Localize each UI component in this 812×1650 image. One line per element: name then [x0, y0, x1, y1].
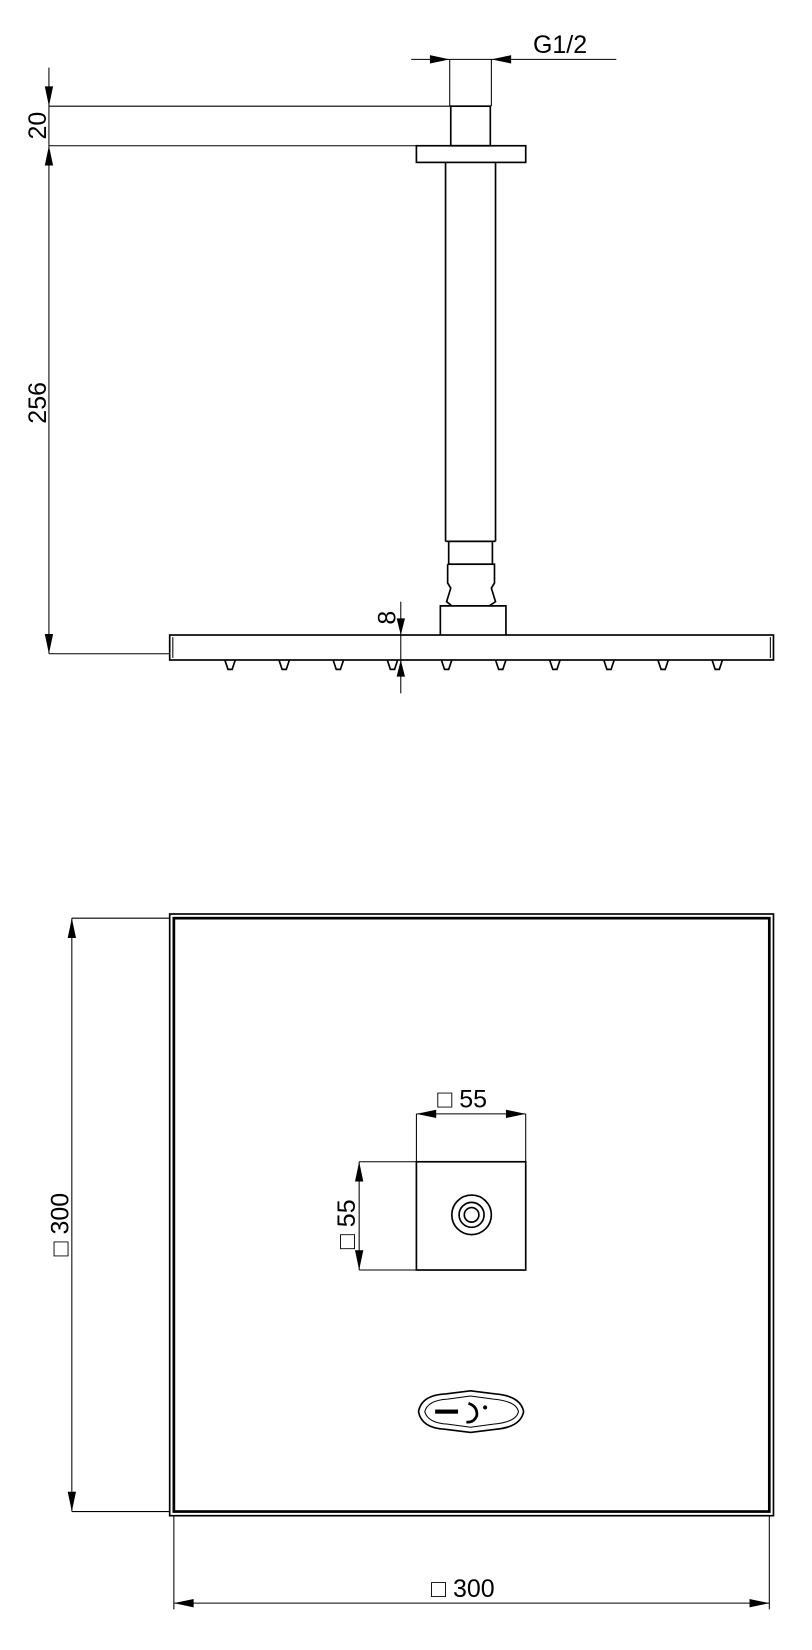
arm-length-dimension: 256 [24, 382, 52, 424]
thread-dimension: G1/2 [533, 31, 587, 59]
connector-depth-dimension: □ 55 [333, 1199, 361, 1249]
nozzles [224, 659, 724, 671]
head-width-dimension: □ 300 [431, 1575, 495, 1603]
thickness-dimension: 8 [374, 611, 402, 625]
top-view: □ 55 □ 55 □ 300 □ 300 [47, 913, 775, 1610]
connector-width-dimension: □ 55 [437, 1086, 487, 1114]
side-view: G1/2 8 [24, 31, 775, 694]
brand-logo [417, 1389, 525, 1434]
flange-dimension: 20 [24, 112, 52, 140]
head-depth-dimension: □ 300 [47, 1193, 75, 1257]
